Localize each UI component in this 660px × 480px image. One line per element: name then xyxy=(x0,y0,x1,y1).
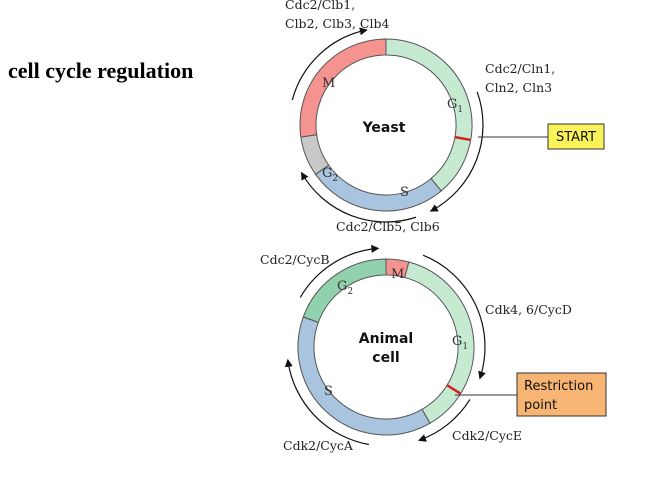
animal-m-label: M xyxy=(391,267,404,282)
yeast-g2-label: G2 xyxy=(322,166,338,184)
animal-cycle: M G2 G1 S Animal cell Cdc2/CycB Cdk4, 6/… xyxy=(260,244,607,453)
animal-g2-label: G2 xyxy=(337,279,353,297)
animal-restriction-line1: Restriction xyxy=(524,379,593,394)
yeast-m-complex-line2: Clb2, Clb3, Clb4 xyxy=(285,16,389,31)
animal-g2-complex: Cdc2/CycB xyxy=(260,252,330,267)
yeast-s-segment xyxy=(314,164,442,212)
animal-s-complex: Cdk2/CycA xyxy=(283,438,354,453)
yeast-s-label: S xyxy=(400,185,409,200)
animal-restriction-checkpoint-line xyxy=(446,384,462,395)
yeast-s-arrow xyxy=(300,171,417,223)
yeast-center-label: Yeast xyxy=(362,120,406,136)
yeast-cycle: M G1 G2 S Yeast Cdc2/Clb1, Clb2, Clb3, C… xyxy=(285,0,605,234)
animal-g1-late-arrow xyxy=(417,399,471,442)
yeast-g1-complex-line2: Cln2, Cln3 xyxy=(485,80,552,95)
animal-g1-complex: Cdk4, 6/CycD xyxy=(485,302,572,317)
yeast-s-complex: Cdc2/Clb5, Clb6 xyxy=(336,219,440,234)
animal-m-segment xyxy=(385,258,410,279)
animal-g1-late-complex: Cdk2/CycE xyxy=(452,428,522,443)
animal-center-line1: Animal xyxy=(359,331,413,347)
yeast-m-complex-line1: Cdc2/Clb1, xyxy=(285,0,355,12)
yeast-m-label: M xyxy=(322,76,335,91)
yeast-g1-complex-line1: Cdc2/Cln1, xyxy=(485,61,555,76)
animal-s-arrow xyxy=(284,358,369,446)
yeast-m-arrow xyxy=(291,27,368,101)
yeast-start-box xyxy=(547,123,605,150)
animal-g1-arrow xyxy=(422,254,486,380)
animal-g2-arrow xyxy=(299,244,380,298)
page-title: cell cycle regulation xyxy=(8,58,194,83)
animal-g1-label: G1 xyxy=(452,334,468,352)
yeast-start-checkpoint-line xyxy=(454,135,471,142)
animal-s-label: S xyxy=(324,384,333,399)
animal-center-line2: cell xyxy=(372,350,399,366)
animal-restriction-line2: point xyxy=(524,398,557,413)
yeast-start-label: START xyxy=(556,130,596,145)
yeast-g1-label: G1 xyxy=(447,97,463,115)
yeast-g1-arrow xyxy=(429,91,484,212)
yeast-m-segment xyxy=(299,38,387,138)
animal-restriction-box xyxy=(516,372,607,417)
